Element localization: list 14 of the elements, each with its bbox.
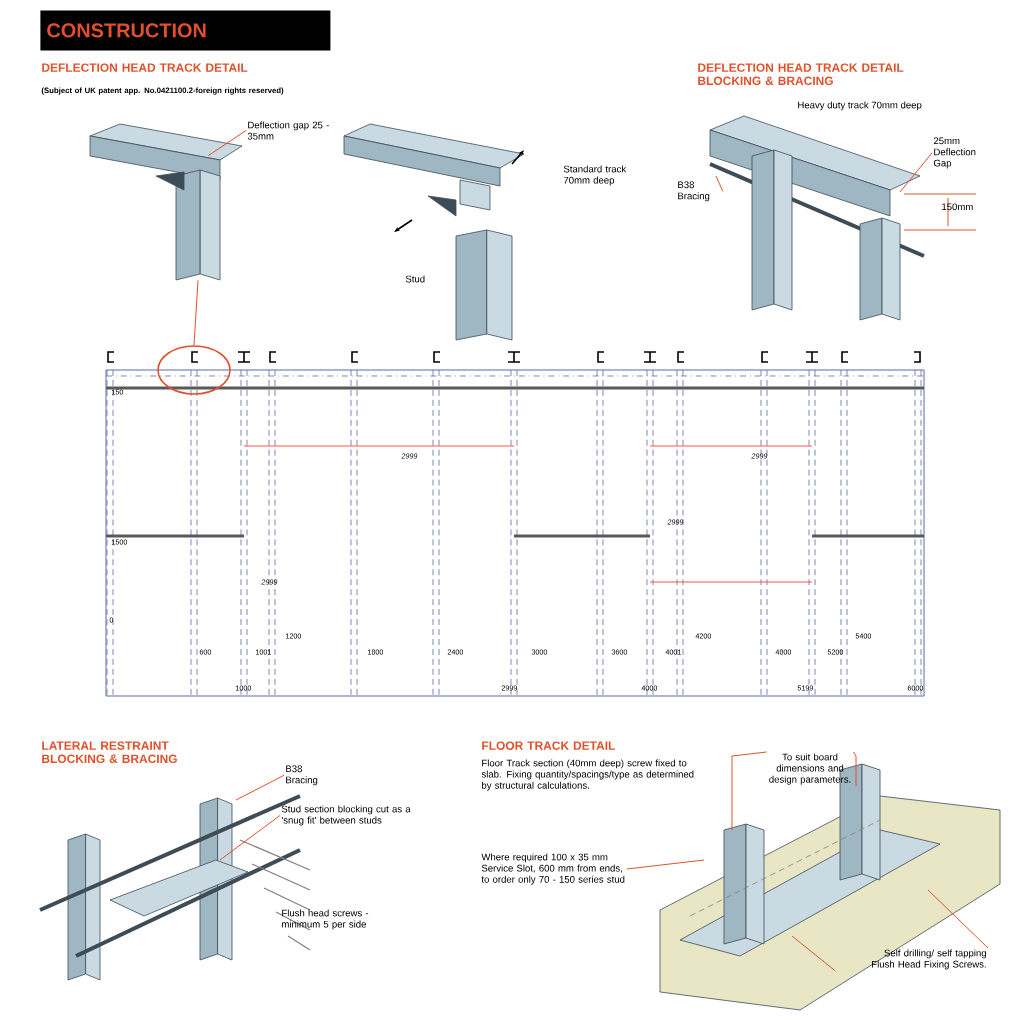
leader-line bbox=[899, 152, 933, 193]
leader-line bbox=[235, 774, 285, 801]
leader-line bbox=[207, 130, 247, 157]
leader-line bbox=[219, 814, 281, 861]
leader-line bbox=[852, 751, 857, 787]
leader-line bbox=[791, 935, 836, 972]
highlight-circle bbox=[157, 345, 231, 395]
leader-line bbox=[626, 859, 705, 870]
leader-line bbox=[715, 175, 724, 192]
leader-line bbox=[193, 279, 199, 346]
track-detail-drawing bbox=[89, 123, 243, 281]
page-title: CONSTRUCTION bbox=[40, 10, 331, 51]
leader-line bbox=[731, 751, 768, 831]
leader-line bbox=[927, 889, 989, 949]
